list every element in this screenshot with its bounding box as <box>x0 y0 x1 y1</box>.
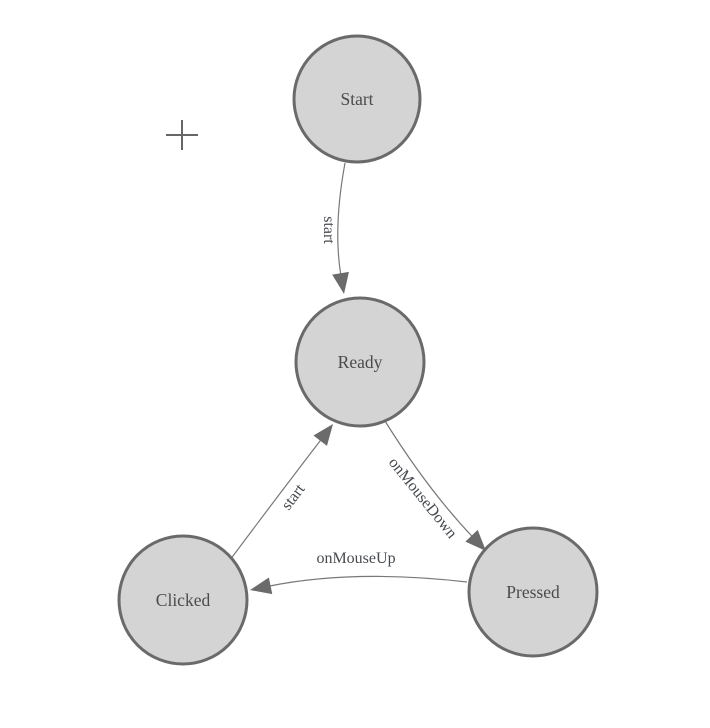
state-node-circle[interactable] <box>292 34 422 164</box>
edge-line <box>337 162 346 276</box>
arrowhead-icon <box>313 424 333 446</box>
arrowhead-icon <box>250 577 273 595</box>
edge-label-start: start <box>320 216 337 244</box>
edge-clicked-to-ready[interactable]: start <box>229 424 333 561</box>
crosshair-cursor-icon <box>166 120 198 150</box>
state-node-start[interactable]: Start <box>292 34 422 164</box>
edge-pressed-to-clicked[interactable]: onMouseUp <box>250 550 468 595</box>
edge-label-onMouseDown: onMouseDown <box>385 454 460 541</box>
arrowhead-icon <box>465 529 486 551</box>
state-node-circle[interactable] <box>117 534 249 666</box>
state-node-circle[interactable] <box>467 526 599 658</box>
edge-line <box>384 420 474 538</box>
edge-label-start: start <box>278 481 308 514</box>
edge-start-to-ready[interactable]: start <box>320 162 349 294</box>
edge-ready-to-pressed[interactable]: onMouseDown <box>384 420 486 551</box>
edge-line <box>229 438 322 561</box>
edge-label-onMouseUp: onMouseUp <box>316 550 395 567</box>
edge-line <box>268 575 468 587</box>
state-node-circle[interactable] <box>294 296 426 428</box>
state-node-clicked[interactable]: Clicked <box>117 534 249 666</box>
state-node-pressed[interactable]: Pressed <box>467 526 599 658</box>
arrowhead-icon <box>332 271 349 294</box>
state-node-ready[interactable]: Ready <box>294 296 426 428</box>
